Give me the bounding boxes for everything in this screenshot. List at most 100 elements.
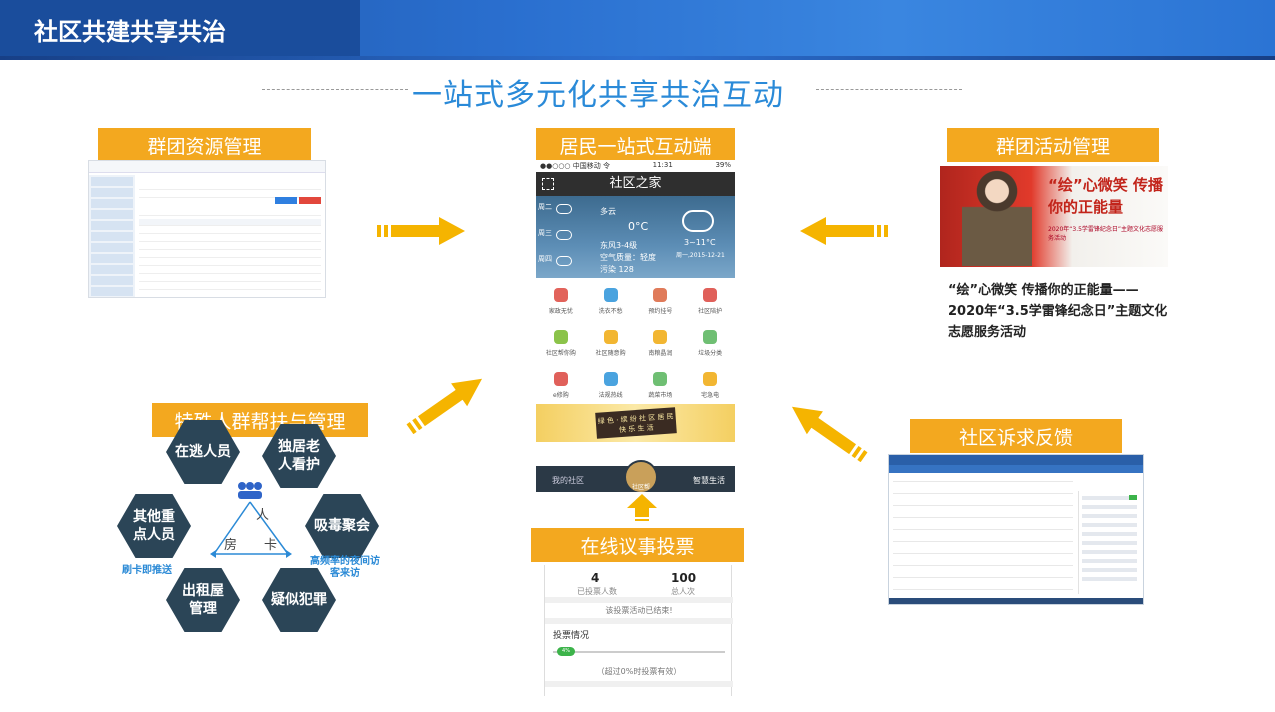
promo-banner[interactable]: 绿 色 · 缤 纷 社 区 居 民 快 乐 生 活	[536, 404, 735, 442]
feedback-screenshot	[888, 454, 1144, 605]
vote-ended-notice: 该投票活动已结束!	[605, 606, 673, 615]
resource-reset-button	[299, 197, 321, 204]
weather-panel: 周二 周三 周四 多云 0°C 东风3-4级 空气质量：轻度 污染 128 3~…	[536, 196, 735, 278]
tab-my-community[interactable]: 我的社区	[552, 476, 584, 485]
resource-search-button	[275, 197, 297, 204]
service-label: 垃圾分类	[698, 349, 723, 357]
triangle-label-house: 房	[224, 538, 238, 553]
cloud-large-icon	[682, 210, 714, 232]
feedback-footer	[889, 598, 1143, 604]
vote-section-title: 投票情况	[553, 631, 590, 641]
time-text: 11:31	[652, 161, 673, 169]
weather-pollution: 污染 128	[600, 265, 634, 274]
service-icon	[553, 371, 568, 386]
service-item[interactable]: 社区陪护	[685, 280, 735, 322]
feedback-menu-bar	[889, 465, 1143, 473]
service-item[interactable]: 垃圾分类	[685, 322, 735, 364]
hex-drug-gathering: 吸毒聚会	[305, 494, 379, 558]
phone-nav-title: 社区之家	[609, 176, 662, 191]
service-label: 南粮晶润	[648, 349, 673, 357]
header-bar: 社区共建共享共治	[0, 0, 1275, 60]
service-item[interactable]: 家政无忧	[536, 280, 586, 322]
weather-day: 周二	[538, 203, 552, 211]
weather-air: 空气质量：轻度	[600, 253, 656, 262]
label-activity-management: 群团活动管理	[947, 128, 1159, 162]
label-resident-portal: 居民一站式互动端	[536, 128, 735, 162]
arrow-up-right-icon	[406, 378, 483, 434]
service-icon	[703, 371, 718, 386]
resident-phone-app: ●●○○○ 中国移动 令 11:31 39% 社区之家 周二 周三 周四 多云 …	[536, 160, 735, 492]
service-label: 家政无忧	[548, 307, 573, 315]
feedback-side-list	[1078, 491, 1140, 594]
phone-tab-bar: 我的社区 社区帮 智慧生活	[536, 460, 735, 492]
note-card-push: 刷卡即推送	[122, 565, 172, 576]
activity-caption: “绘”心微笑 传播你的正能量—— 2020年“3.5学雷锋纪念日”主题文化志愿服…	[948, 283, 1168, 340]
service-item[interactable]: 蔬菜市场	[636, 364, 686, 406]
label-resource-management: 群团资源管理	[98, 128, 311, 162]
main-title: 一站式多元化共享共治互动	[412, 78, 784, 113]
vote-progress-track	[553, 651, 725, 653]
service-item[interactable]: 预约挂号	[636, 280, 686, 322]
service-label: 洗衣不愁	[598, 307, 623, 315]
cloud-icon	[556, 256, 572, 266]
label-community-feedback: 社区诉求反馈	[910, 419, 1122, 453]
triangle-label-card: 卡	[264, 538, 278, 553]
service-item[interactable]: 宅急电	[685, 364, 735, 406]
resource-top-bar	[89, 161, 325, 173]
weather-temp: 0°C	[628, 220, 649, 233]
service-icon	[703, 287, 718, 302]
service-label: 宅急电	[701, 391, 720, 399]
total-count: 100	[671, 571, 697, 585]
hex-rental-housing: 出租屋管理	[166, 568, 240, 632]
cloud-icon	[556, 230, 572, 240]
resource-sidebar	[89, 175, 135, 297]
poster-figure	[962, 170, 1032, 266]
total-label: 总人次	[671, 587, 695, 596]
service-item[interactable]: 南粮晶润	[636, 322, 686, 364]
weather-day: 周四	[538, 255, 552, 263]
service-item[interactable]: 法规热线	[586, 364, 636, 406]
cloud-icon	[556, 204, 572, 214]
weather-condition: 多云	[600, 207, 616, 216]
battery-text: 39%	[715, 161, 731, 169]
feedback-add-button	[1129, 495, 1137, 500]
title-divider-left	[262, 89, 408, 90]
service-label: 法规热线	[598, 391, 623, 399]
arrow-right-icon	[377, 217, 465, 245]
note-night-visitors: 高频率的夜间访客来访	[310, 556, 380, 579]
service-icon	[653, 371, 668, 386]
vote-hint: （超过0%时投票有效）	[596, 667, 682, 676]
service-icon	[603, 371, 618, 386]
service-grid: 家政无忧 洗衣不愁 预约挂号 社区陪护社区帮你购 社区随意购南粮晶润 垃圾分类 e修购法规热…	[536, 278, 735, 404]
service-icon	[703, 329, 718, 344]
weather-wind: 东风3-4级	[600, 241, 638, 250]
tab-smart-life[interactable]: 智慧生活	[693, 476, 725, 485]
service-item[interactable]: 洗衣不愁	[586, 280, 636, 322]
vote-progress-value: 4%	[557, 647, 575, 656]
label-online-voting: 在线议事投票	[531, 528, 744, 562]
resource-management-screenshot	[88, 160, 326, 298]
arrow-left-icon	[800, 217, 888, 245]
voters-label: 已投票人数	[577, 587, 617, 596]
weather-day: 周三	[538, 229, 552, 237]
activity-poster: “绘”心微笑 传播你的正能量 2020年“3.5学雷锋纪念日”主题文化志愿服务活…	[940, 166, 1168, 267]
service-label: 预约挂号	[648, 307, 673, 315]
service-item[interactable]: 社区帮你购	[536, 322, 586, 364]
triangle-label-person: 人	[256, 508, 270, 523]
carrier-text: ●●○○○ 中国移动 令	[540, 162, 610, 170]
page-title: 社区共建共享共治	[34, 18, 226, 46]
header-tab	[0, 0, 360, 56]
service-item[interactable]: e修购	[536, 364, 586, 406]
service-icon	[653, 287, 668, 302]
voters-count: 4	[591, 571, 600, 585]
service-label: 蔬菜市场	[648, 391, 673, 399]
weather-range: 3~11°C	[684, 238, 716, 247]
service-item[interactable]: 社区随意购	[586, 322, 636, 364]
triangle-diagram	[210, 482, 292, 558]
tab-community-help[interactable]: 社区帮	[624, 460, 658, 492]
feedback-title-bar	[889, 455, 1143, 465]
hex-suspected-crime: 疑似犯罪	[262, 568, 336, 632]
service-label: 社区帮你购	[545, 349, 576, 357]
scan-icon[interactable]	[542, 178, 554, 190]
service-label: 社区陪护	[698, 307, 723, 315]
